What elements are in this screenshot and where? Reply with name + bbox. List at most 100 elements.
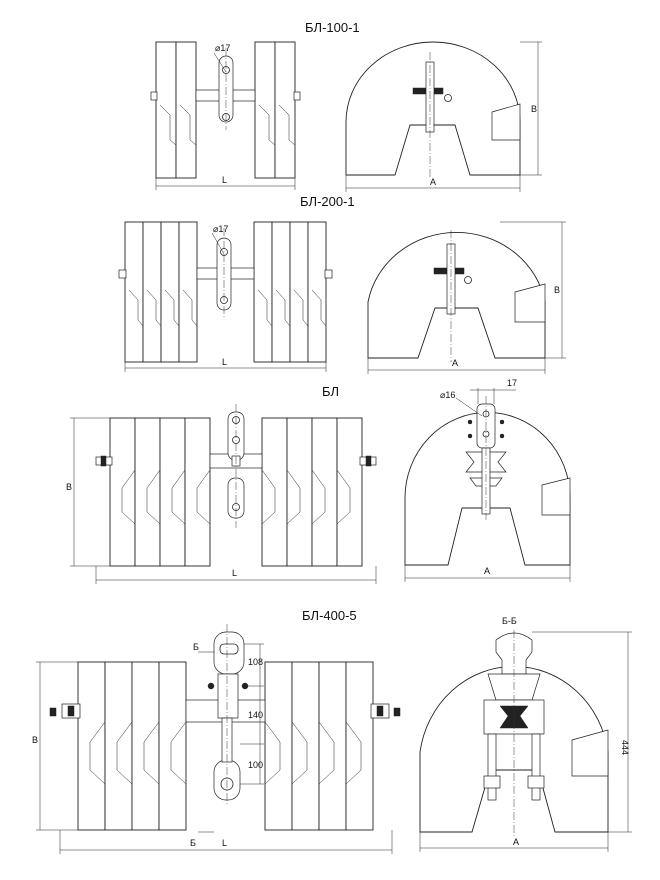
- nut: [499, 433, 505, 439]
- plate-recess: [257, 289, 273, 327]
- nut: [49, 707, 57, 717]
- plate: [178, 221, 198, 363]
- plate: [261, 417, 288, 567]
- width-dim: L: [222, 175, 227, 185]
- plate: [124, 221, 144, 363]
- drawing-title: БЛ-400-5: [302, 608, 357, 623]
- front-view: ⌀17 L: [118, 221, 333, 372]
- height-dim: B: [554, 285, 560, 295]
- side-view: A B: [367, 221, 566, 374]
- plate-recess: [146, 469, 161, 525]
- plate-recess: [179, 104, 197, 146]
- plate: [336, 417, 363, 567]
- height-dim: B: [66, 482, 72, 492]
- plate-recess: [170, 721, 187, 785]
- width-dim: A: [484, 566, 490, 576]
- plate-recess: [89, 721, 106, 785]
- plate: [184, 417, 211, 567]
- plate: [274, 41, 296, 179]
- roller: [499, 705, 529, 729]
- side-view: ⌀16 17 A: [404, 378, 571, 582]
- nut: [467, 419, 473, 425]
- plate-recess: [143, 721, 160, 785]
- drawing-bl-200-1: БЛ-200-1 ⌀17: [118, 194, 566, 374]
- plate-recess: [159, 104, 177, 146]
- nut: [207, 682, 215, 690]
- dim-108: 108: [248, 657, 263, 667]
- plate: [142, 221, 162, 363]
- front-view: Б Б 108 140 100 L B: [32, 624, 401, 854]
- gap-dim: 17: [507, 378, 517, 388]
- side-shoulder: [571, 729, 609, 777]
- hole-dim: ⌀17: [213, 224, 228, 234]
- plate: [104, 661, 133, 831]
- plate-recess: [258, 104, 276, 146]
- plate: [155, 41, 177, 179]
- plate-recess: [121, 469, 136, 525]
- nut: [365, 455, 372, 467]
- nut: [150, 91, 158, 101]
- plate: [160, 221, 180, 363]
- plate-recess: [171, 469, 186, 525]
- nut: [324, 269, 333, 279]
- leader-line: [211, 232, 225, 255]
- plate: [318, 661, 347, 831]
- plate: [311, 417, 338, 567]
- nut: [118, 269, 127, 279]
- plate-recess: [146, 289, 162, 327]
- side-shoulder: [541, 477, 571, 516]
- slot: [219, 643, 239, 655]
- plate: [264, 661, 293, 831]
- width-dim: L: [222, 838, 227, 848]
- dim-140: 140: [248, 710, 263, 720]
- drawing-title: БЛ: [322, 384, 339, 399]
- plate: [253, 221, 273, 363]
- link-plate: [217, 673, 239, 719]
- drawing-title: БЛ-200-1: [300, 194, 355, 209]
- plate-recess: [116, 721, 133, 785]
- leader-line: [455, 397, 483, 417]
- side-view: A B: [345, 41, 542, 192]
- plate: [291, 661, 320, 831]
- cotter: [444, 94, 452, 102]
- section-label: Б-Б: [502, 616, 517, 626]
- leader-line: [213, 52, 227, 73]
- dim-100: 100: [248, 760, 263, 770]
- side-rod: [487, 733, 497, 801]
- plate-recess: [311, 289, 327, 327]
- drawing-bl-400-5: БЛ-400-5: [32, 608, 632, 854]
- plate-recess: [182, 289, 198, 327]
- nut: [67, 705, 75, 717]
- plate-recess: [164, 289, 180, 327]
- plate-recess: [264, 721, 281, 785]
- drawing-title: БЛ-100-1: [305, 20, 360, 35]
- width-dim: A: [513, 837, 519, 847]
- plate: [109, 417, 136, 567]
- width-dim: L: [232, 568, 237, 578]
- plate-recess: [196, 469, 211, 525]
- plate: [289, 221, 309, 363]
- width-dim: A: [452, 358, 458, 368]
- plate-recess: [286, 469, 301, 525]
- side-rod: [531, 733, 541, 801]
- plate: [159, 417, 186, 567]
- plate: [307, 221, 327, 363]
- width-dim: L: [222, 357, 227, 367]
- nut: [376, 705, 384, 717]
- plate-recess: [261, 469, 276, 525]
- width-dim: A: [430, 177, 436, 187]
- front-view: ⌀17 L: [150, 41, 301, 190]
- height-dim: 444: [620, 740, 630, 755]
- plate: [286, 417, 313, 567]
- plate: [131, 661, 160, 831]
- nut: [100, 455, 107, 467]
- plate: [175, 41, 197, 179]
- plate: [345, 661, 374, 831]
- plate: [254, 41, 276, 179]
- nut: [499, 419, 505, 425]
- hole-dim: ⌀16: [440, 390, 455, 400]
- bolt-head: [527, 775, 545, 789]
- section-mark-top: Б: [193, 642, 199, 652]
- plate-recess: [278, 104, 296, 146]
- plate-recess: [128, 289, 144, 327]
